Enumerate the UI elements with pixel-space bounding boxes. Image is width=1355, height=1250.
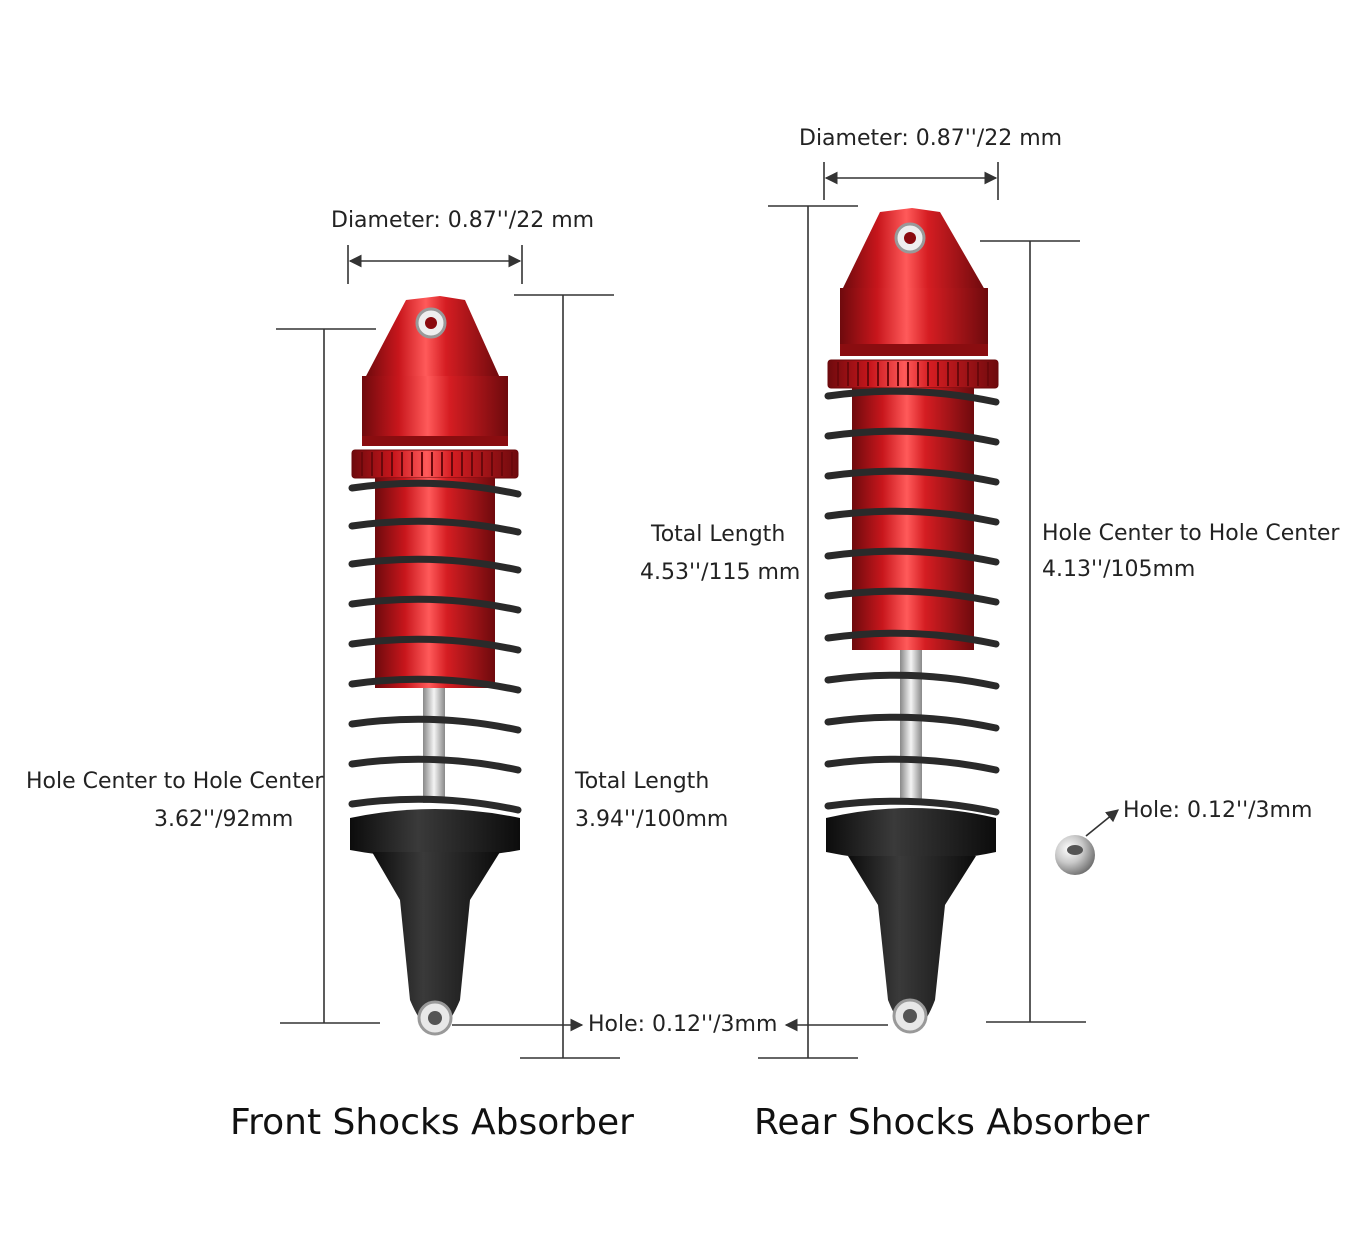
front-lower-mount: [372, 852, 500, 1030]
dimension-lines: [276, 162, 1119, 1059]
rear-adjuster-collar: [827, 359, 999, 389]
rear-spring: [824, 387, 1000, 816]
rear-diameter-label: Diameter: 0.87''/22 mm: [799, 126, 1063, 151]
rear-shock-absorber: [824, 208, 1000, 1034]
front-diameter-label: Diameter: 0.87''/22 mm: [331, 208, 595, 233]
pivot-ball-icon: [1055, 835, 1095, 875]
rear-lower-mount: [848, 856, 976, 1030]
rear-caption: Rear Shocks Absorber: [754, 1102, 1150, 1143]
ball-hole-label: Hole: 0.12''/3mm: [1123, 798, 1313, 823]
rear-total-length-value: 4.53''/115 mm: [640, 560, 801, 585]
rear-upper-body: [840, 288, 988, 344]
front-threaded-body: [375, 478, 495, 688]
front-adjuster-collar: [351, 449, 519, 479]
front-upper-body: [362, 376, 508, 436]
rear-threaded-body: [852, 388, 974, 650]
rear-hole-center-value: 4.13''/105mm: [1042, 557, 1196, 582]
front-shaft: [423, 688, 445, 803]
front-hole-center-value: 3.62''/92mm: [154, 807, 294, 832]
front-spring-cup: [350, 809, 520, 858]
front-total-length-value: 3.94''/100mm: [575, 807, 729, 832]
front-caption: Front Shocks Absorber: [230, 1102, 634, 1143]
rear-hole-center-title: Hole Center to Hole Center: [1042, 521, 1340, 546]
front-shock-absorber: [348, 296, 522, 1036]
shared-hole-label: Hole: 0.12''/3mm: [588, 1012, 778, 1037]
rear-spring-cup: [826, 808, 996, 861]
rear-total-length-title: Total Length: [651, 522, 786, 547]
front-hole-center-title: Hole Center to Hole Center: [26, 769, 324, 794]
front-spring: [348, 479, 522, 814]
rear-shaft: [900, 650, 922, 802]
front-total-length-title: Total Length: [575, 769, 710, 794]
